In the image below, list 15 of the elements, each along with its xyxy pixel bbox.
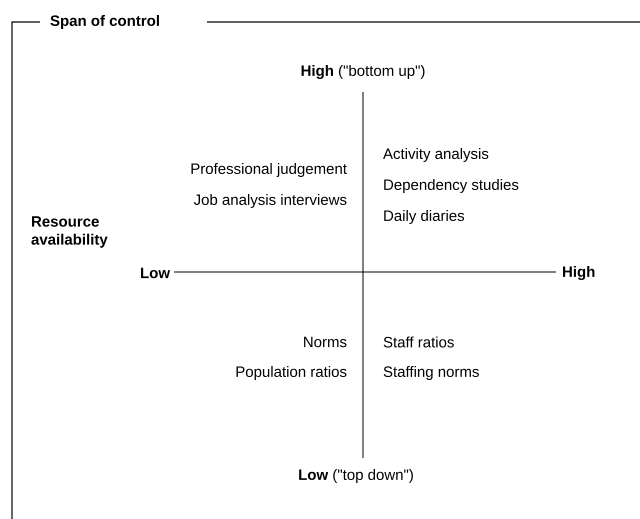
method-text: Daily diaries [384,210,464,224]
method-text: Job analysis interviews [194,194,346,208]
method-text: Norms [304,336,346,348]
axis-label: High [563,266,594,280]
axis-label: Low ("top down") [299,469,413,483]
method-text: Staffing norms [384,366,479,380]
frame-title: Span of control [50,15,159,29]
method-text: Professional judgement [191,163,347,177]
axis-label: Low [141,268,170,278]
method-text: Population ratios [236,366,346,380]
method-text: Activity analysis [383,148,488,162]
axis-label: High ("bottom up") [302,64,424,79]
method-text: Dependency studies [384,179,518,193]
axis-title: Resource availability [31,216,108,248]
method-text: Staff ratios [384,336,454,348]
